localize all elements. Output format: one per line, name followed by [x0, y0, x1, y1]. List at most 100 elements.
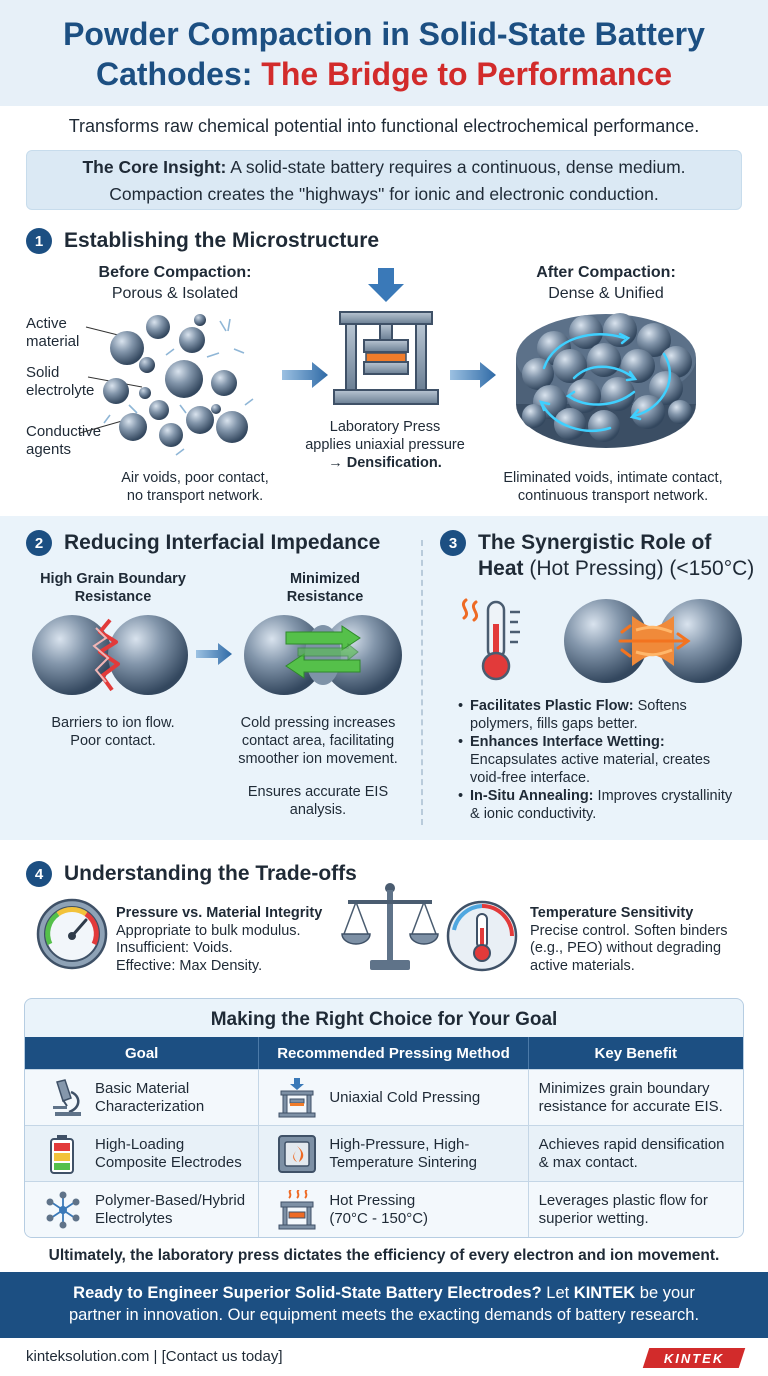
min-caption: Cold pressing increases contact area, fac… — [218, 714, 418, 768]
press-caption-line1: Laboratory Press — [329, 419, 441, 435]
label-conductive-line2: agents — [26, 441, 72, 458]
method-line2: Temperature Sintering — [329, 1153, 477, 1171]
section3-title-heat: Heat — [478, 557, 524, 580]
high-title-line2: Resistance — [74, 589, 152, 605]
section3-title-line1: The Synergistic Role of — [478, 531, 712, 554]
bullet1-label: Facilitates Plastic Flow: — [470, 698, 634, 714]
pressure-tradeoff-title: Pressure vs. Material Integrity — [116, 905, 323, 921]
min-title-line1: Minimized — [289, 571, 361, 587]
label-active-line1: Active — [26, 315, 67, 332]
furnace-icon — [278, 1134, 317, 1173]
laboratory-press-icon — [333, 268, 439, 405]
section4-title: Understanding the Trade-offs — [64, 862, 357, 885]
press-caption-bold: Densification. — [346, 455, 442, 471]
hot-pressing-particles — [564, 599, 742, 683]
cta-text1: Let — [541, 1284, 574, 1302]
table-header: Goal Recommended Pressing Method Key Ben… — [25, 1037, 743, 1069]
method-cell: High-Pressure, High-Temperature Sinterin… — [259, 1126, 529, 1181]
balance-scale-icon — [341, 883, 439, 970]
battery-icon — [50, 1134, 74, 1174]
bullet-in-situ-annealing: In-Situ Annealing: Improves crystallinit… — [456, 787, 756, 823]
conclusion-text: Ultimately, the laboratory press dictate… — [48, 1247, 720, 1264]
section2-heading: 2 Reducing Interfacial Impedance — [26, 530, 380, 556]
before-caption-line2: no transport network. — [126, 488, 264, 504]
eis-note: Ensures accurate EIS analysis. — [218, 783, 418, 819]
cta-brand: KINTEK — [573, 1284, 636, 1302]
section4-number: 4 — [26, 861, 52, 887]
goal-line2: Composite Electrodes — [95, 1153, 242, 1171]
section1-heading: 1 Establishing the Microstructure — [26, 228, 379, 254]
method-text: High-Pressure, High-Temperature Sinterin… — [329, 1136, 477, 1172]
section3-title-line2: Heat (Hot Pressing) (<150°C) — [478, 556, 754, 582]
title-dark-part: Cathodes: — [95, 56, 262, 92]
title-red-part: The Bridge to Performance — [261, 56, 673, 92]
pressure-line3: Effective: Max Density. — [116, 957, 263, 974]
high-title-line1: High Grain Boundary — [40, 571, 186, 587]
section3-title-rest: (Hot Pressing) (<150°C) — [523, 557, 755, 580]
after-title: After Compaction: — [536, 264, 676, 281]
section3-number: 3 — [440, 530, 466, 556]
goal-line1: Polymer-Based/Hybrid — [95, 1191, 246, 1209]
pressure-tradeoff: Pressure vs. Material Integrity Appropri… — [116, 905, 322, 975]
label-active-line2: material — [26, 333, 80, 350]
benefit-line2: & max contact. — [538, 1153, 638, 1171]
benefit-text: Achieves rapid densification& max contac… — [539, 1136, 725, 1172]
temperature-tradeoff: Temperature Sensitivity Precise control.… — [530, 905, 727, 975]
temperature-line3: active materials. — [530, 957, 635, 974]
bullet1-text1: Softens — [633, 698, 687, 714]
goal-line1: Basic Material — [95, 1079, 190, 1097]
press-caption-arrow: → — [328, 455, 347, 471]
section3-heading: 3 The Synergistic Role of Heat (Hot Pres… — [440, 530, 754, 582]
microscope-icon — [53, 1078, 81, 1116]
benefit-cell: Achieves rapid densification& max contac… — [529, 1126, 743, 1181]
before-title: Before Compaction: — [98, 264, 252, 281]
arrow-right-icon-2 — [450, 362, 496, 388]
temperature-icon — [446, 900, 518, 972]
after-subtitle: Dense & Unified — [548, 285, 664, 302]
min-caption-line1: Cold pressing increases — [240, 715, 396, 731]
high-resistance-particles — [32, 615, 188, 695]
min-title-line2: Resistance — [286, 589, 364, 605]
benefit-line2: superior wetting. — [538, 1209, 649, 1227]
label-conductive-line1: Conductive — [26, 423, 102, 440]
arrow-right-icon-3 — [196, 643, 232, 665]
bullet-plastic-flow: Facilitates Plastic Flow: Softenspolymer… — [456, 697, 756, 733]
press-caption-line2: applies uniaxial pressure — [305, 437, 465, 453]
cta-bold1: Ready to Engineer Superior Solid-State B… — [73, 1284, 542, 1302]
footer-link[interactable]: kinteksolution.com | [Contact us today] — [26, 1348, 283, 1365]
arrow-right-icon — [282, 362, 328, 388]
call-to-action-banner: Ready to Engineer Superior Solid-State B… — [0, 1272, 768, 1338]
bullet-interface-wetting: Enhances Interface Wetting:Encapsulates … — [456, 733, 756, 787]
heat-benefits-list: Facilitates Plastic Flow: Softenspolymer… — [456, 697, 756, 823]
section3-title: The Synergistic Role of Heat (Hot Pressi… — [478, 530, 754, 582]
table-title: Making the Right Choice for Your Goal — [210, 1009, 558, 1030]
temperature-line2: (e.g., PEO) without degrading — [530, 940, 722, 956]
press-caption-line3: → Densification. — [305, 454, 465, 472]
method-cell: Uniaxial Cold Pressing — [259, 1070, 529, 1125]
method-line2: (70°C - 150°C) — [329, 1209, 429, 1227]
goal-line2: Characterization — [95, 1097, 205, 1115]
min-caption-line2: contact area, facilitating — [241, 733, 395, 749]
high-caption: Barriers to ion flow.Poor contact. — [28, 714, 198, 750]
method-cell: Hot Pressing(70°C - 150°C) — [259, 1182, 529, 1237]
goal-line2: Electrolytes — [95, 1209, 173, 1227]
eis-line1: Ensures accurate EIS — [247, 784, 389, 800]
insight-label: The Core Insight: — [82, 157, 227, 177]
insight-text1: A solid-state battery requires a continu… — [226, 157, 686, 177]
porous-particles-illustration — [79, 314, 254, 456]
press-caption: Laboratory Press applies uniaxial pressu… — [305, 418, 465, 472]
eis-line2: analysis. — [289, 802, 347, 818]
footer: kinteksolution.com | [Contact us today] … — [0, 1338, 768, 1376]
